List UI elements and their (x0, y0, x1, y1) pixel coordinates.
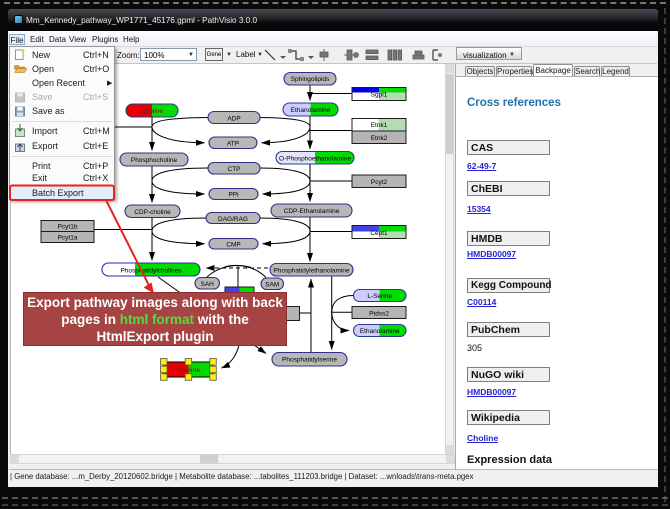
svg-text:Ptdss2: Ptdss2 (369, 311, 389, 318)
svg-text:Pcyt2: Pcyt2 (371, 179, 388, 186)
svg-text:Ethanolamine: Ethanolamine (360, 328, 400, 335)
svg-text:SAM: SAM (265, 282, 279, 289)
svg-text:Cept1: Cept1 (370, 230, 388, 237)
svg-text:ATP: ATP (227, 141, 239, 148)
svg-text:Phosphatidylethanolamine: Phosphatidylethanolamine (273, 268, 350, 275)
svg-text:Ethanolamine: Ethanolamine (291, 107, 331, 114)
svg-text:Etnk1: Etnk1 (371, 122, 388, 129)
svg-text:PPi: PPi (228, 192, 238, 199)
svg-text:CDP-choline: CDP-choline (134, 209, 171, 216)
svg-text:O-Phosphoethanolamine: O-Phosphoethanolamine (279, 156, 351, 163)
svg-text:Pcyt1b: Pcyt1b (58, 224, 78, 231)
svg-text:Phosphocholine: Phosphocholine (131, 157, 178, 164)
svg-text:CDP-Ethanolamine: CDP-Ethanolamine (284, 208, 340, 215)
svg-text:Choline: Choline (141, 108, 163, 115)
svg-text:DAG/RAG: DAG/RAG (218, 216, 248, 223)
svg-text:Sgpl1: Sgpl1 (371, 92, 388, 99)
svg-text:L-Serine: L-Serine (367, 293, 392, 300)
svg-text:CMP: CMP (226, 242, 240, 249)
svg-text:Sphingolipids: Sphingolipids (291, 76, 330, 83)
svg-text:Pcyt1a: Pcyt1a (58, 235, 78, 242)
svg-text:Phosphatidylserine: Phosphatidylserine (282, 357, 337, 364)
svg-text:ADP: ADP (227, 116, 240, 123)
svg-text:Choline: Choline (177, 367, 200, 374)
svg-text:Etnk2: Etnk2 (371, 135, 388, 142)
svg-text:CTP: CTP (228, 166, 241, 173)
svg-text:SAH: SAH (201, 281, 215, 288)
svg-text:Phosphatidylcholines: Phosphatidylcholines (120, 268, 182, 275)
